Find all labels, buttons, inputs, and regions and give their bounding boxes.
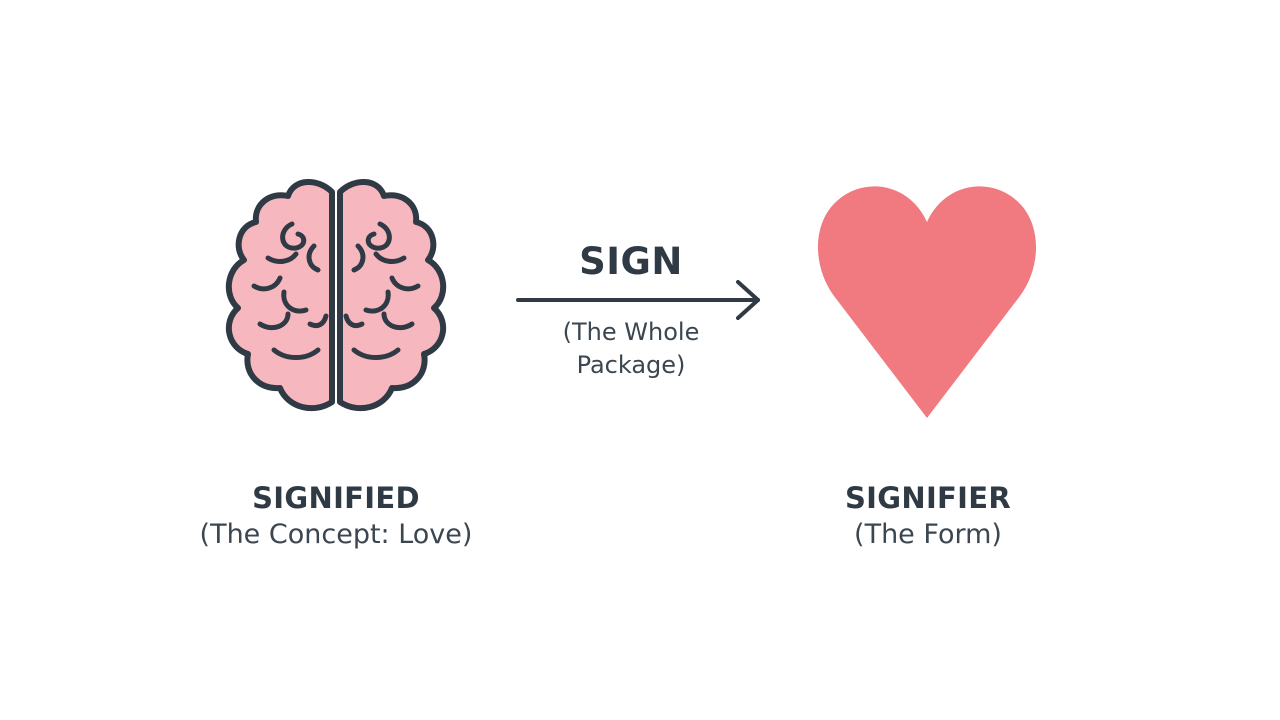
signifier-caption: SIGNIFIER (The Form) bbox=[738, 480, 1118, 554]
sign-subtitle-line-1: (The Whole bbox=[562, 318, 700, 346]
sign-title: SIGN bbox=[579, 240, 683, 283]
sign-subtitle: (The Whole Package) bbox=[500, 316, 762, 382]
signified-caption: SIGNIFIED (The Concept: Love) bbox=[146, 480, 526, 554]
brain-icon bbox=[225, 179, 447, 412]
signified-title: SIGNIFIED bbox=[252, 481, 420, 515]
signifier-subtitle: (The Form) bbox=[854, 519, 1002, 550]
signified-subtitle: (The Concept: Love) bbox=[199, 519, 473, 550]
right-arrow-icon bbox=[516, 280, 760, 320]
sign-subtitle-line-2: Package) bbox=[576, 351, 686, 379]
signifier-title: SIGNIFIER bbox=[845, 481, 1011, 515]
heart-icon bbox=[817, 186, 1037, 418]
